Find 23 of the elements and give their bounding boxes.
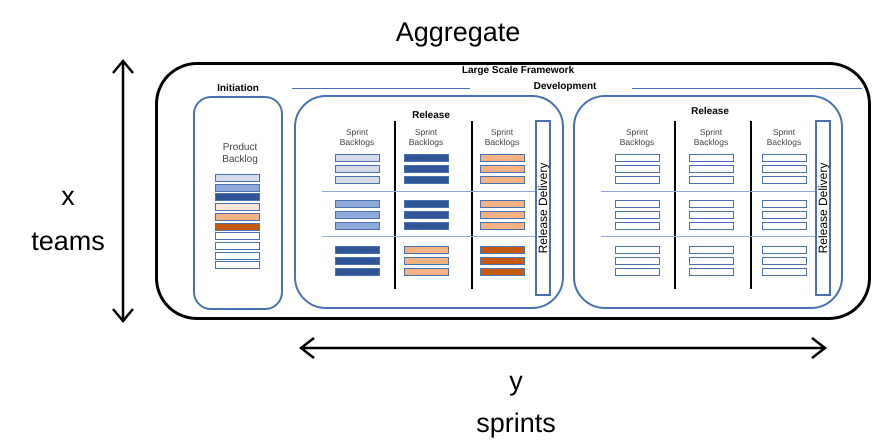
column-heading: Sprint Backlogs xyxy=(484,127,520,147)
delivery-label: Release Delivery xyxy=(816,162,830,254)
axis-label: teams xyxy=(30,228,106,255)
release-box xyxy=(573,95,843,309)
axis-label: x xyxy=(60,183,76,210)
delivery-box xyxy=(535,120,551,296)
column-heading: Sprint Backlogs xyxy=(408,127,444,147)
phase-heading: Development xyxy=(532,82,598,92)
release-heading: Release xyxy=(690,107,730,117)
column-heading: Sprint Backlogs xyxy=(766,127,802,147)
column-heading: Sprint Backlogs xyxy=(618,127,656,147)
delivery-box xyxy=(815,120,831,296)
backlog-heading: Product Backlog xyxy=(221,142,259,166)
frame-title: Aggregate xyxy=(394,19,522,46)
axis-label: sprints xyxy=(475,410,557,437)
phase-heading: Initiation xyxy=(216,84,260,94)
column-heading: Sprint Backlogs xyxy=(692,127,730,147)
axis-label: y xyxy=(508,368,524,395)
release-box xyxy=(294,95,564,309)
frame-heading: Large Scale Framework xyxy=(460,66,576,76)
release-heading: Release xyxy=(411,111,451,121)
column-heading: Sprint Backlogs xyxy=(338,127,376,147)
delivery-label: Release Delivery xyxy=(536,162,550,254)
